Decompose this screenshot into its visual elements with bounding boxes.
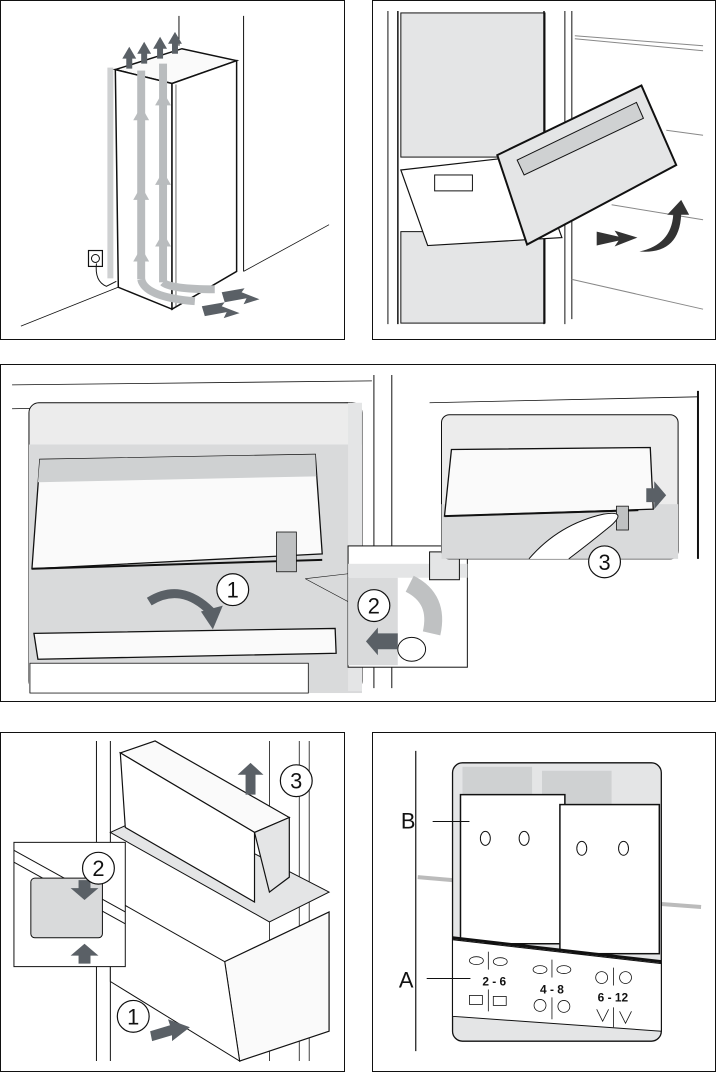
slider-b-left[interactable] (460, 795, 564, 944)
controls-illustration: 2 - 6 4 - 8 6 - 12 B A (373, 733, 715, 1071)
callout-1: 1 (217, 574, 249, 606)
drawer-handle (435, 175, 473, 191)
label-a: A (399, 967, 414, 992)
panel-drawer-removal (372, 0, 716, 340)
label-b: B (401, 808, 416, 833)
ventilation-illustration (1, 1, 344, 339)
panel-container-removal: 2 3 1 (0, 732, 345, 1072)
lower-flap (34, 628, 336, 659)
panel-ventilation (0, 0, 345, 340)
temp-range-3: 6 - 12 (598, 990, 629, 1004)
wall-shadow (107, 68, 113, 279)
callout-3-label: 3 (598, 550, 610, 575)
callout-3-label: 3 (290, 769, 302, 794)
hinge (276, 532, 296, 572)
slider-b-right[interactable] (560, 805, 659, 954)
drawer-front (225, 912, 329, 1061)
callout-2-label: 2 (92, 856, 104, 881)
panel-flap-removal: 1 2 3 (0, 364, 716, 702)
flap-removal-illustration: 1 2 3 (1, 365, 715, 701)
drawer-removal-illustration (373, 1, 715, 339)
callout-1: 1 (117, 1000, 149, 1032)
detail-inset-2: 2 (14, 842, 125, 966)
temp-range-2: 4 - 8 (540, 982, 564, 996)
detail-inset-2: 2 (348, 546, 467, 667)
callout-1-label: 1 (227, 578, 239, 603)
panel-controls: 2 - 6 4 - 8 6 - 12 B A (372, 732, 716, 1072)
callout-3: 3 (280, 765, 312, 797)
callout-2-label: 2 (368, 594, 380, 619)
callout-3: 3 (589, 546, 621, 578)
callout-1-label: 1 (127, 1004, 139, 1029)
temp-range-1: 2 - 6 (482, 975, 506, 989)
container-removal-illustration: 2 3 1 (1, 733, 344, 1071)
fridge-side (172, 61, 237, 310)
pull-arrows (597, 200, 689, 252)
